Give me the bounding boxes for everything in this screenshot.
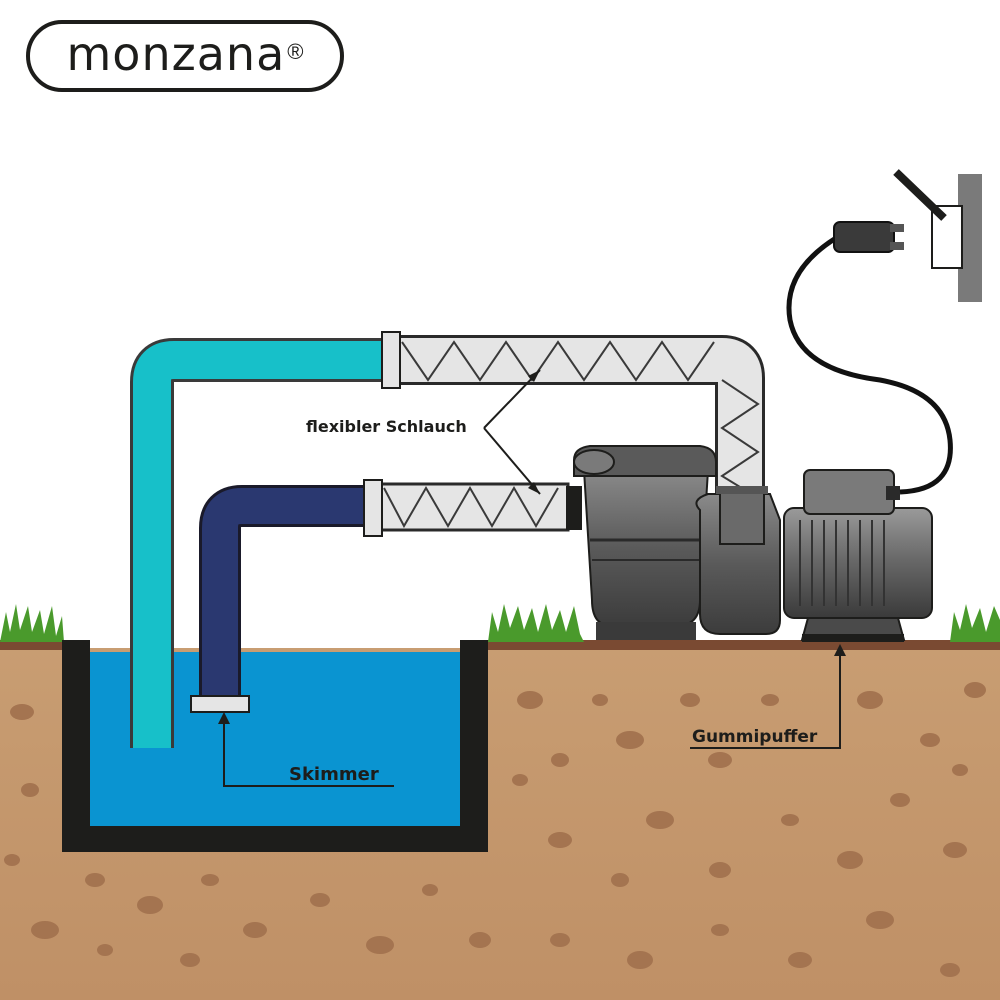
plug-body [833, 221, 895, 253]
brand-registered-mark: ® [287, 39, 304, 64]
lower-hose-connector [566, 486, 582, 530]
lower-flexible-hose [363, 479, 582, 537]
power-cable [786, 221, 953, 495]
annotation-lines [223, 369, 841, 787]
pool [62, 640, 488, 852]
upper-flexible-hose [381, 331, 765, 500]
motor-junction-box [803, 469, 895, 515]
grass-right [950, 604, 1000, 642]
annotation-arrowheads [218, 370, 846, 724]
hose-leader-lower [483, 427, 541, 495]
suction-pipe [199, 485, 368, 700]
grass [0, 604, 1000, 642]
pump-foot [596, 622, 696, 640]
skimmer [190, 695, 250, 713]
soil-stones [4, 682, 986, 977]
skimmer-leader [223, 716, 394, 787]
pump-motor [783, 507, 933, 619]
grass-left [0, 604, 64, 642]
grass-middle [488, 604, 584, 642]
topsoil-right [488, 640, 1000, 650]
upper-hose-collar [381, 331, 401, 389]
pump [573, 445, 933, 642]
buffer-label: Gummipuffer [692, 727, 818, 747]
wall-socket [893, 169, 982, 302]
brand-logo: monzana® [26, 20, 344, 92]
rubber-buffer [802, 634, 904, 642]
skimmer-label: Skimmer [289, 764, 379, 785]
brand-name: monzana [66, 27, 286, 81]
pool-wall [62, 640, 488, 852]
lower-hose-collar [363, 479, 383, 537]
pump-strainer [582, 469, 710, 627]
topsoil-left [0, 640, 64, 650]
pump-outlet [719, 487, 765, 545]
hose-label: flexibler Schlauch [306, 417, 467, 436]
return-pipe [130, 338, 384, 748]
buffer-leader [690, 648, 841, 749]
hose-leader-upper [483, 369, 541, 429]
